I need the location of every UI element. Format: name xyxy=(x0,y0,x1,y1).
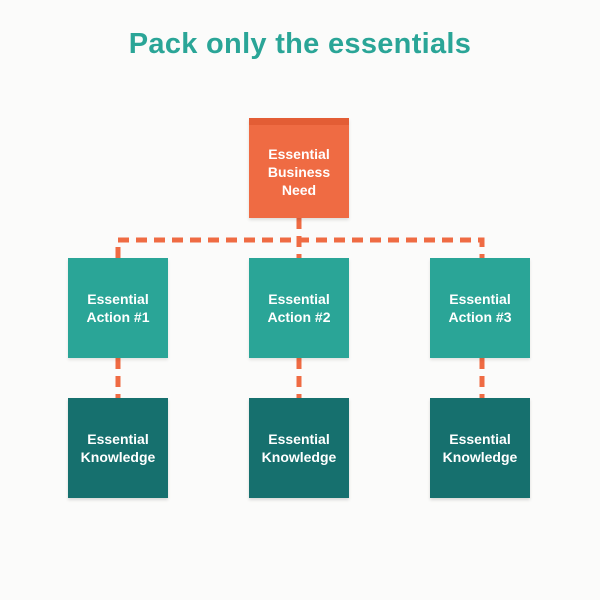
knowledge-label-3: Essential Knowledge xyxy=(442,431,518,465)
action-node-1: Essential Action #1 xyxy=(68,258,168,358)
knowledge-label-1: Essential Knowledge xyxy=(80,431,156,465)
business-need-node: Essential Business Need xyxy=(249,118,349,218)
knowledge-node-2: Essential Knowledge xyxy=(249,398,349,498)
connector-horizontal-bus xyxy=(115,237,485,258)
action-label-3: Essential Action #3 xyxy=(448,291,512,325)
action-label-1: Essential Action #1 xyxy=(86,291,150,325)
action-node-2: Essential Action #2 xyxy=(249,258,349,358)
knowledge-node-1: Essential Knowledge xyxy=(68,398,168,498)
action-label-2: Essential Action #2 xyxy=(267,291,331,325)
business-need-label: Essential Business Need xyxy=(267,145,331,198)
knowledge-node-3: Essential Knowledge xyxy=(430,398,530,498)
knowledge-label-2: Essential Knowledge xyxy=(261,431,337,465)
action-node-3: Essential Action #3 xyxy=(430,258,530,358)
diagram-title: Pack only the essentials xyxy=(128,28,472,60)
